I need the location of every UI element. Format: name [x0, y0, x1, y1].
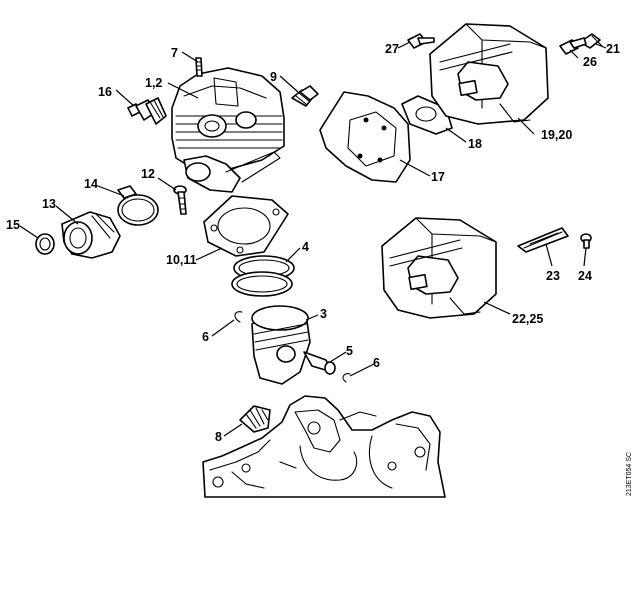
callouts: 7 1,2 16 9 27 21 26 19,20 18 17 12 14 13… — [6, 42, 620, 444]
screw-24 — [580, 233, 592, 249]
crankcase — [202, 395, 446, 498]
needle-cage-8 — [239, 405, 271, 433]
stud-7 — [195, 57, 203, 77]
muffler-19-20 — [429, 23, 549, 125]
callout-6-right: 6 — [373, 356, 380, 370]
callout-19-20: 19,20 — [541, 128, 572, 142]
callout-21: 21 — [606, 42, 620, 56]
callout-6-left: 6 — [202, 330, 209, 344]
callout-8: 8 — [215, 430, 222, 444]
callout-13: 13 — [42, 197, 56, 211]
callout-5: 5 — [346, 344, 353, 358]
circlip-6a — [234, 311, 243, 323]
callout-22-25: 22,25 — [512, 312, 543, 326]
screw-27 — [407, 33, 435, 49]
callout-9: 9 — [270, 70, 277, 84]
spark-arrestor-23 — [517, 227, 569, 253]
spark-plug-16 — [127, 97, 167, 125]
callout-4: 4 — [302, 240, 309, 254]
hose-clamp-14 — [117, 185, 159, 226]
screw-26 — [559, 37, 587, 55]
cylinder-gasket-10-11 — [203, 195, 289, 257]
piston-3 — [251, 305, 311, 385]
callout-24: 24 — [578, 269, 592, 283]
callout-15: 15 — [6, 218, 20, 232]
cylinder — [171, 67, 285, 193]
drawing-code: 213ET054 SC — [626, 452, 633, 496]
callout-18: 18 — [468, 137, 482, 151]
callout-27: 27 — [385, 42, 399, 56]
callout-16: 16 — [98, 85, 112, 99]
ring-15 — [35, 233, 55, 255]
callout-12: 12 — [141, 167, 155, 181]
callout-17: 17 — [431, 170, 445, 184]
intake-manifold-13 — [61, 211, 121, 259]
decompression-valve-9 — [291, 85, 319, 107]
leader-lines — [19, 41, 607, 437]
screw-12 — [173, 185, 187, 215]
callout-23: 23 — [546, 269, 560, 283]
callout-1-2: 1,2 — [145, 76, 162, 90]
muffler-22-25 — [381, 217, 497, 319]
callout-7: 7 — [171, 46, 178, 60]
callout-26: 26 — [583, 55, 597, 69]
callout-14: 14 — [84, 177, 98, 191]
piston-pin-5 — [303, 351, 336, 375]
piston-rings-4 — [231, 255, 295, 297]
muffler-gasket-17 — [319, 91, 411, 183]
circlip-6b — [342, 373, 351, 383]
callout-10-11: 10,11 — [166, 253, 197, 267]
callout-3: 3 — [320, 307, 327, 321]
